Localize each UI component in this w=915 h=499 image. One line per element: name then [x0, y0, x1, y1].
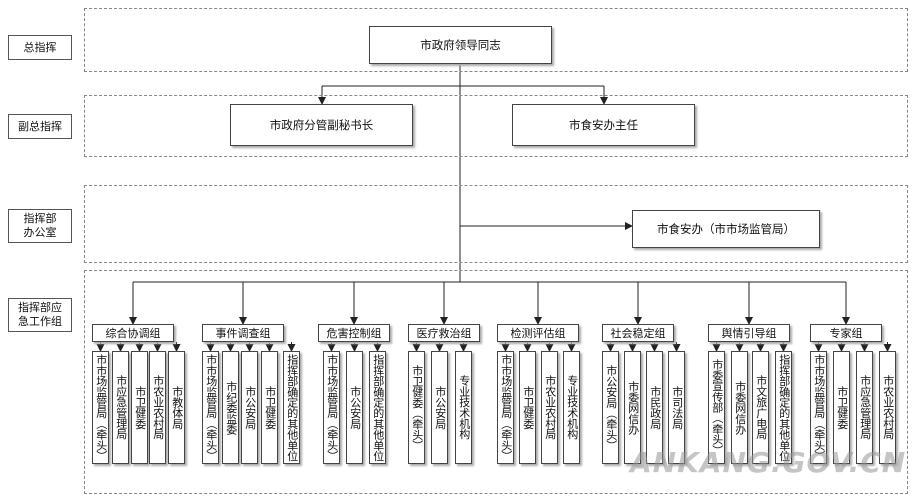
workgroup-4-member-1: 市卫健委（牵头）: [408, 351, 425, 464]
workgroup-2: 事件调查组: [202, 324, 284, 342]
workgroup-8-member-3: 市应急管理局: [856, 351, 873, 464]
level-label-workgroups: 指挥部应 急工作组: [8, 298, 72, 332]
leader-box: 市政府领导同志: [369, 26, 552, 64]
level-band-deputy: [84, 95, 908, 157]
workgroup-4: 医疗救治组: [408, 324, 480, 342]
workgroup-1: 综合协调组: [92, 324, 174, 342]
workgroup-2-member-1: 市市场监管局（牵头）: [202, 351, 219, 464]
workgroup-6: 社会稳定组: [602, 324, 674, 342]
workgroup-7: 舆情引导组: [708, 324, 790, 342]
deputy-box-secretary: 市政府分管副秘书长: [230, 104, 413, 146]
workgroup-7-member-1: 市委宣传部（牵头）: [708, 351, 725, 464]
workgroup-3: 危害控制组: [318, 324, 390, 342]
workgroup-5-member-4: 专业技术机构: [563, 351, 580, 464]
workgroup-3-member-3: 指挥部确定的其他单位: [369, 351, 386, 464]
workgroup-1-member-2: 市应急管理局: [112, 351, 129, 464]
workgroup-7-member-3: 市文旅广电局: [752, 351, 769, 464]
workgroup-5-member-2: 市卫健委: [519, 351, 536, 464]
workgroup-5-member-1: 市市场监管局（牵头）: [497, 351, 514, 464]
workgroup-1-member-4: 市农业农村局: [149, 351, 166, 464]
workgroup-4-member-3: 专业技术机构: [455, 351, 472, 464]
watermark: ANKANG.GOV.CN: [630, 446, 907, 479]
workgroup-6-member-1: 市公安局（牵头）: [602, 351, 619, 464]
level-label-office: 指挥部 办公室: [8, 209, 72, 243]
workgroup-8-member-2: 市卫健委: [833, 351, 850, 464]
level-band-commander: [84, 8, 908, 72]
workgroup-6-member-4: 市司法局: [668, 351, 685, 464]
workgroup-1-member-1: 市市场监管局（牵头）: [92, 351, 109, 464]
level-label-deputy: 副总指挥: [8, 114, 72, 139]
workgroup-5: 检测评估组: [497, 324, 579, 342]
office-box: 市食安办（市市场监管局）: [632, 210, 820, 248]
level-label-commander: 总指挥: [8, 35, 72, 60]
workgroup-1-member-5: 市教体局: [168, 351, 185, 464]
workgroup-5-member-3: 市农业农村局: [541, 351, 558, 464]
workgroup-8-member-4: 市农业农村局: [879, 351, 896, 464]
workgroup-8-member-1: 市市场监管局（牵头）: [810, 351, 827, 464]
workgroup-7-member-4: 指挥部确定的其他单位: [775, 351, 792, 464]
deputy-box-food-safety-director: 市食安办主任: [512, 104, 695, 146]
workgroup-7-member-2: 市委网信办: [731, 351, 748, 464]
workgroup-6-member-3: 市民政局: [646, 351, 663, 464]
workgroup-2-member-5: 指挥部确定的其他单位: [283, 351, 300, 464]
level-band-workgroups: [84, 270, 908, 494]
workgroup-6-member-2: 市委网信办: [624, 351, 641, 464]
workgroup-2-member-3: 市公安局: [241, 351, 258, 464]
workgroup-1-member-3: 市卫健委: [131, 351, 148, 464]
workgroup-4-member-2: 市公安局: [431, 351, 448, 464]
workgroup-3-member-1: 市市场监管局（牵头）: [323, 351, 340, 464]
workgroup-2-member-2: 市纪委监委: [222, 351, 239, 464]
workgroup-3-member-2: 市公安局: [346, 351, 363, 464]
workgroup-8: 专家组: [810, 324, 882, 342]
workgroup-2-member-4: 市卫健委: [261, 351, 278, 464]
level-band-office: [84, 185, 908, 263]
